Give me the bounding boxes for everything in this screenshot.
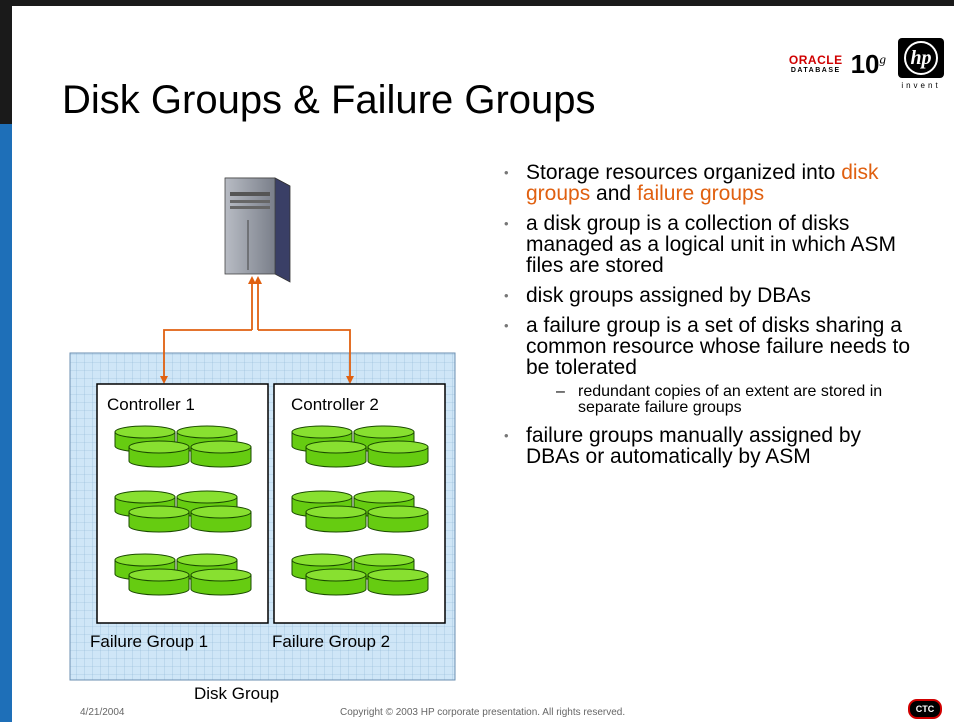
bullet-item: a failure group is a set of disks sharin…	[500, 315, 920, 416]
version-suffix: g	[879, 51, 887, 67]
highlight-disk-groups: disk groups	[526, 161, 879, 205]
controller-2-label: Controller 2	[291, 395, 379, 414]
connection-arrows	[163, 282, 351, 378]
footer-copyright: Copyright © 2003 HP corporate presentati…	[340, 707, 626, 718]
disk-icon	[305, 440, 367, 468]
server-icon	[224, 177, 291, 283]
bullet-list: Storage resources organized into disk gr…	[500, 162, 920, 476]
failure-group-1-label: Failure Group 1	[90, 632, 208, 651]
slide-title: Disk Groups & Failure Groups	[62, 78, 596, 122]
disk-icon	[190, 505, 252, 533]
ctc-badge: CTC	[908, 699, 942, 719]
hp-tagline: invent	[901, 81, 941, 90]
bullet-text: Storage resources organized into	[526, 161, 842, 184]
disk-icon	[367, 505, 429, 533]
disk-icon	[305, 568, 367, 596]
hp-logo-text: hp	[904, 41, 938, 75]
disk-stacks	[114, 425, 429, 596]
disk-icon	[367, 440, 429, 468]
oracle-logo-subtext: DATABASE	[790, 67, 841, 74]
bullet-item: failure groups manually assigned by DBAs…	[500, 425, 920, 467]
disk-icon	[128, 568, 190, 596]
sub-bullet-list: redundant copies of an extent are stored…	[526, 384, 920, 416]
disk-icon	[190, 568, 252, 596]
hp-logo-mark: hp	[898, 38, 944, 78]
disk-icon	[128, 440, 190, 468]
header-logos: ORACLE DATABASE 10g hp invent	[789, 38, 944, 90]
footer-date: 4/21/2004	[80, 707, 125, 718]
highlight-failure-groups: failure groups	[636, 182, 765, 205]
bullet-text: a failure group is a set of disks sharin…	[526, 314, 911, 379]
disk-icon	[190, 440, 252, 468]
bullet-item: disk groups assigned by DBAs	[500, 285, 920, 306]
sub-bullet-item: redundant copies of an extent are stored…	[552, 384, 920, 416]
disk-icon	[367, 568, 429, 596]
disk-icon	[305, 505, 367, 533]
bullet-item: Storage resources organized into disk gr…	[500, 162, 920, 204]
controller-1-label: Controller 1	[107, 395, 195, 414]
hp-logo: hp invent	[898, 38, 944, 90]
bullet-item: a disk group is a collection of disks ma…	[500, 213, 920, 276]
bullet-text: and	[590, 182, 637, 205]
slide-top-border	[0, 0, 954, 6]
oracle-logo: ORACLE DATABASE	[789, 54, 843, 74]
version-number: 10	[850, 49, 880, 79]
disk-icon	[128, 505, 190, 533]
storage-diagram: Controller 1 Controller 2 Failure Group …	[69, 177, 456, 703]
oracle-logo-text: ORACLE	[788, 53, 843, 67]
disk-group-label: Disk Group	[194, 684, 279, 703]
failure-group-2-label: Failure Group 2	[272, 632, 390, 651]
slide-left-accent	[0, 124, 12, 722]
oracle-version: 10g	[851, 51, 886, 77]
